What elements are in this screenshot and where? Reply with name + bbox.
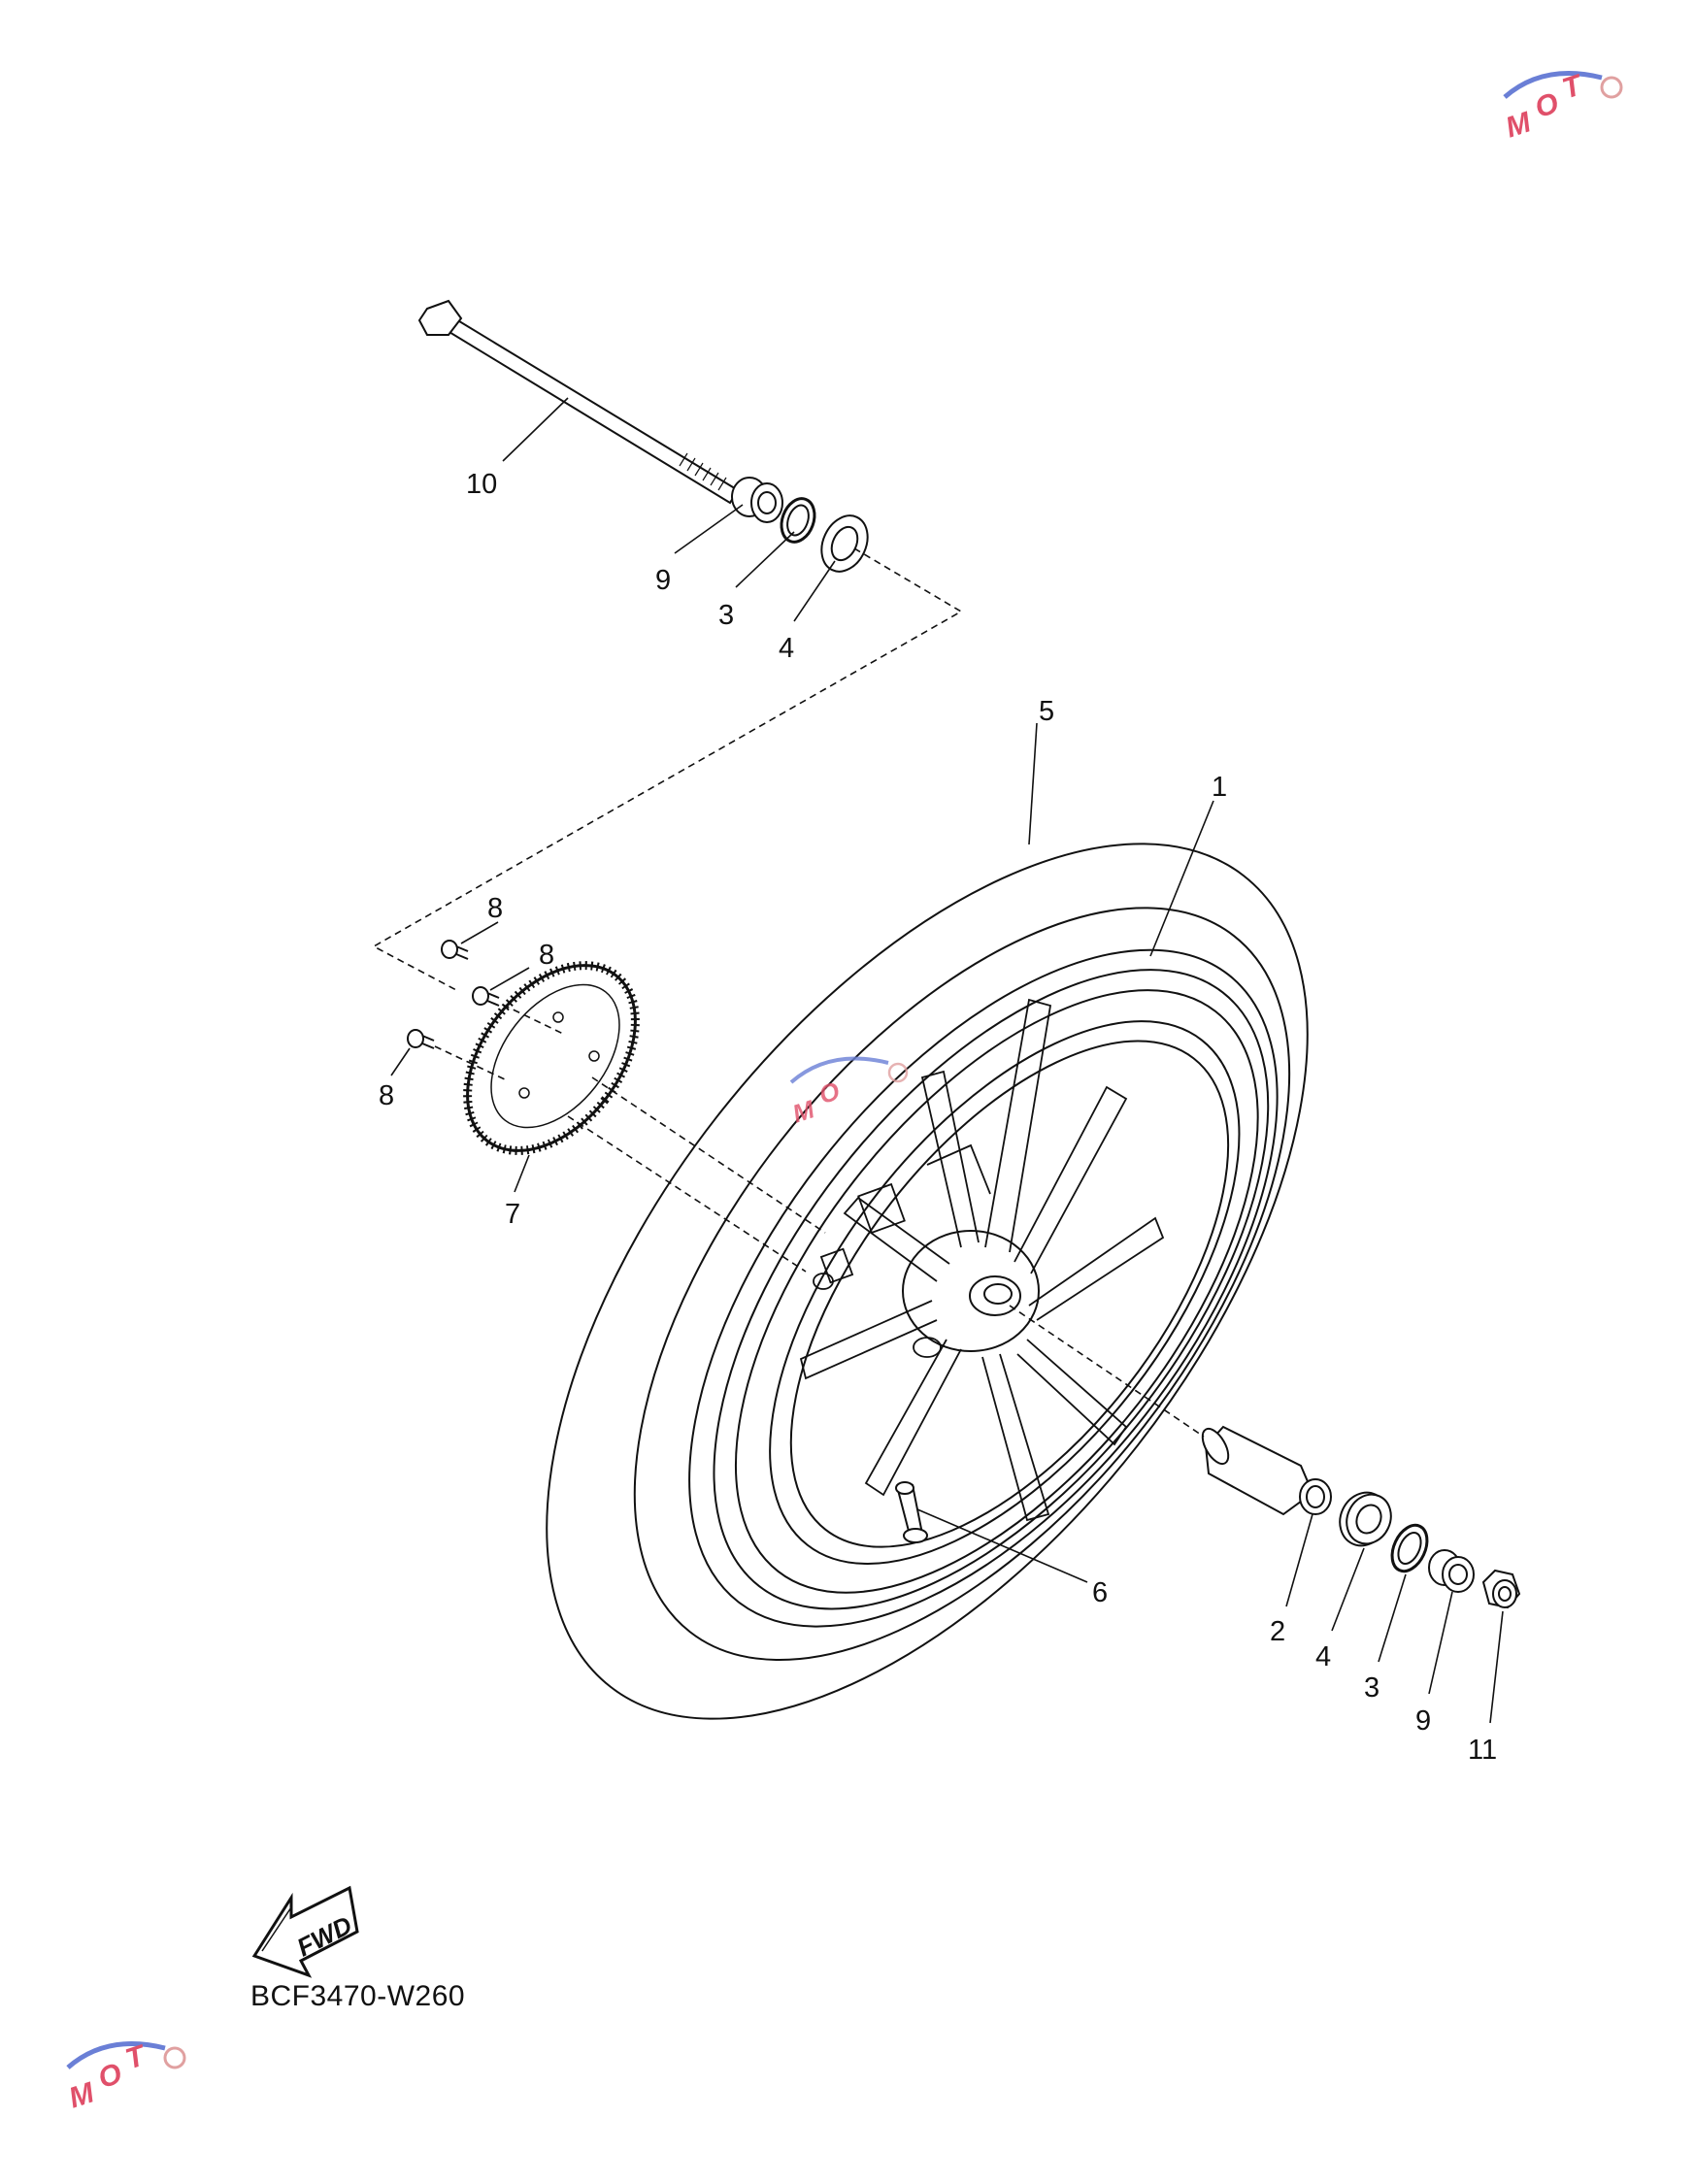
callout-cast-wheel: 1 bbox=[1212, 772, 1227, 803]
bolt-top bbox=[441, 940, 469, 960]
svg-text:O: O bbox=[1531, 87, 1562, 125]
callout-bolt-mid: 8 bbox=[539, 940, 554, 971]
wheel-assembly bbox=[546, 843, 1309, 1720]
callout-axle: 10 bbox=[466, 469, 497, 500]
oil-seal-right bbox=[1390, 1523, 1429, 1573]
wheel-spokes bbox=[799, 998, 1165, 1522]
hub-center bbox=[969, 1275, 1021, 1316]
svg-text:M: M bbox=[1502, 106, 1536, 144]
callout-sensor-rotor: 7 bbox=[505, 1199, 520, 1230]
svg-text:M: M bbox=[65, 2076, 99, 2114]
leader-lines bbox=[390, 397, 1504, 1724]
bearing-left bbox=[820, 514, 869, 573]
callout-oil-seal-right: 3 bbox=[1364, 1672, 1379, 1704]
callout-spacer: 2 bbox=[1270, 1616, 1285, 1647]
callout-bolt-top: 8 bbox=[487, 893, 503, 924]
fwd-arrow-icon: FWD bbox=[251, 1885, 359, 1978]
watermark-top-right: M O T bbox=[1502, 69, 1623, 145]
bolt-low bbox=[407, 1029, 435, 1049]
callout-bearing-left: 4 bbox=[779, 633, 794, 664]
sensor-rotor bbox=[463, 961, 640, 1155]
tire-valve bbox=[895, 1481, 928, 1543]
watermark-bottom-left: M O T bbox=[65, 2039, 186, 2115]
callout-axle-nut: 11 bbox=[1468, 1735, 1497, 1766]
spacer bbox=[1201, 1425, 1332, 1516]
svg-text:O: O bbox=[94, 2058, 125, 2096]
axle-nut bbox=[1481, 1569, 1521, 1609]
oil-seal-left bbox=[780, 497, 816, 544]
callout-valve: 6 bbox=[1092, 1577, 1108, 1608]
rim-outer bbox=[688, 948, 1279, 1628]
callout-tire: 5 bbox=[1039, 696, 1054, 727]
callout-collar-right: 9 bbox=[1415, 1705, 1431, 1737]
callout-numbers: 10 9 3 4 5 1 8 8 8 7 6 2 4 3 9 11 bbox=[379, 469, 1497, 1766]
assembly-guide-lines bbox=[372, 547, 1205, 1438]
collar-right bbox=[1428, 1549, 1475, 1593]
diagram-code: BCF3470-W260 bbox=[250, 1980, 466, 2012]
svg-text:O: O bbox=[815, 1075, 844, 1109]
wheel-axle bbox=[417, 299, 740, 505]
bolt-mid bbox=[472, 986, 500, 1007]
watermark-center: M O bbox=[789, 1056, 909, 1129]
callout-collar-left: 9 bbox=[655, 565, 671, 596]
callout-bearing-right: 4 bbox=[1315, 1641, 1331, 1672]
callout-oil-seal-left: 3 bbox=[718, 600, 734, 631]
collar-left bbox=[731, 477, 783, 523]
callout-bolt-low: 8 bbox=[379, 1080, 394, 1111]
tire bbox=[546, 843, 1309, 1720]
bearing-right bbox=[1339, 1491, 1392, 1547]
